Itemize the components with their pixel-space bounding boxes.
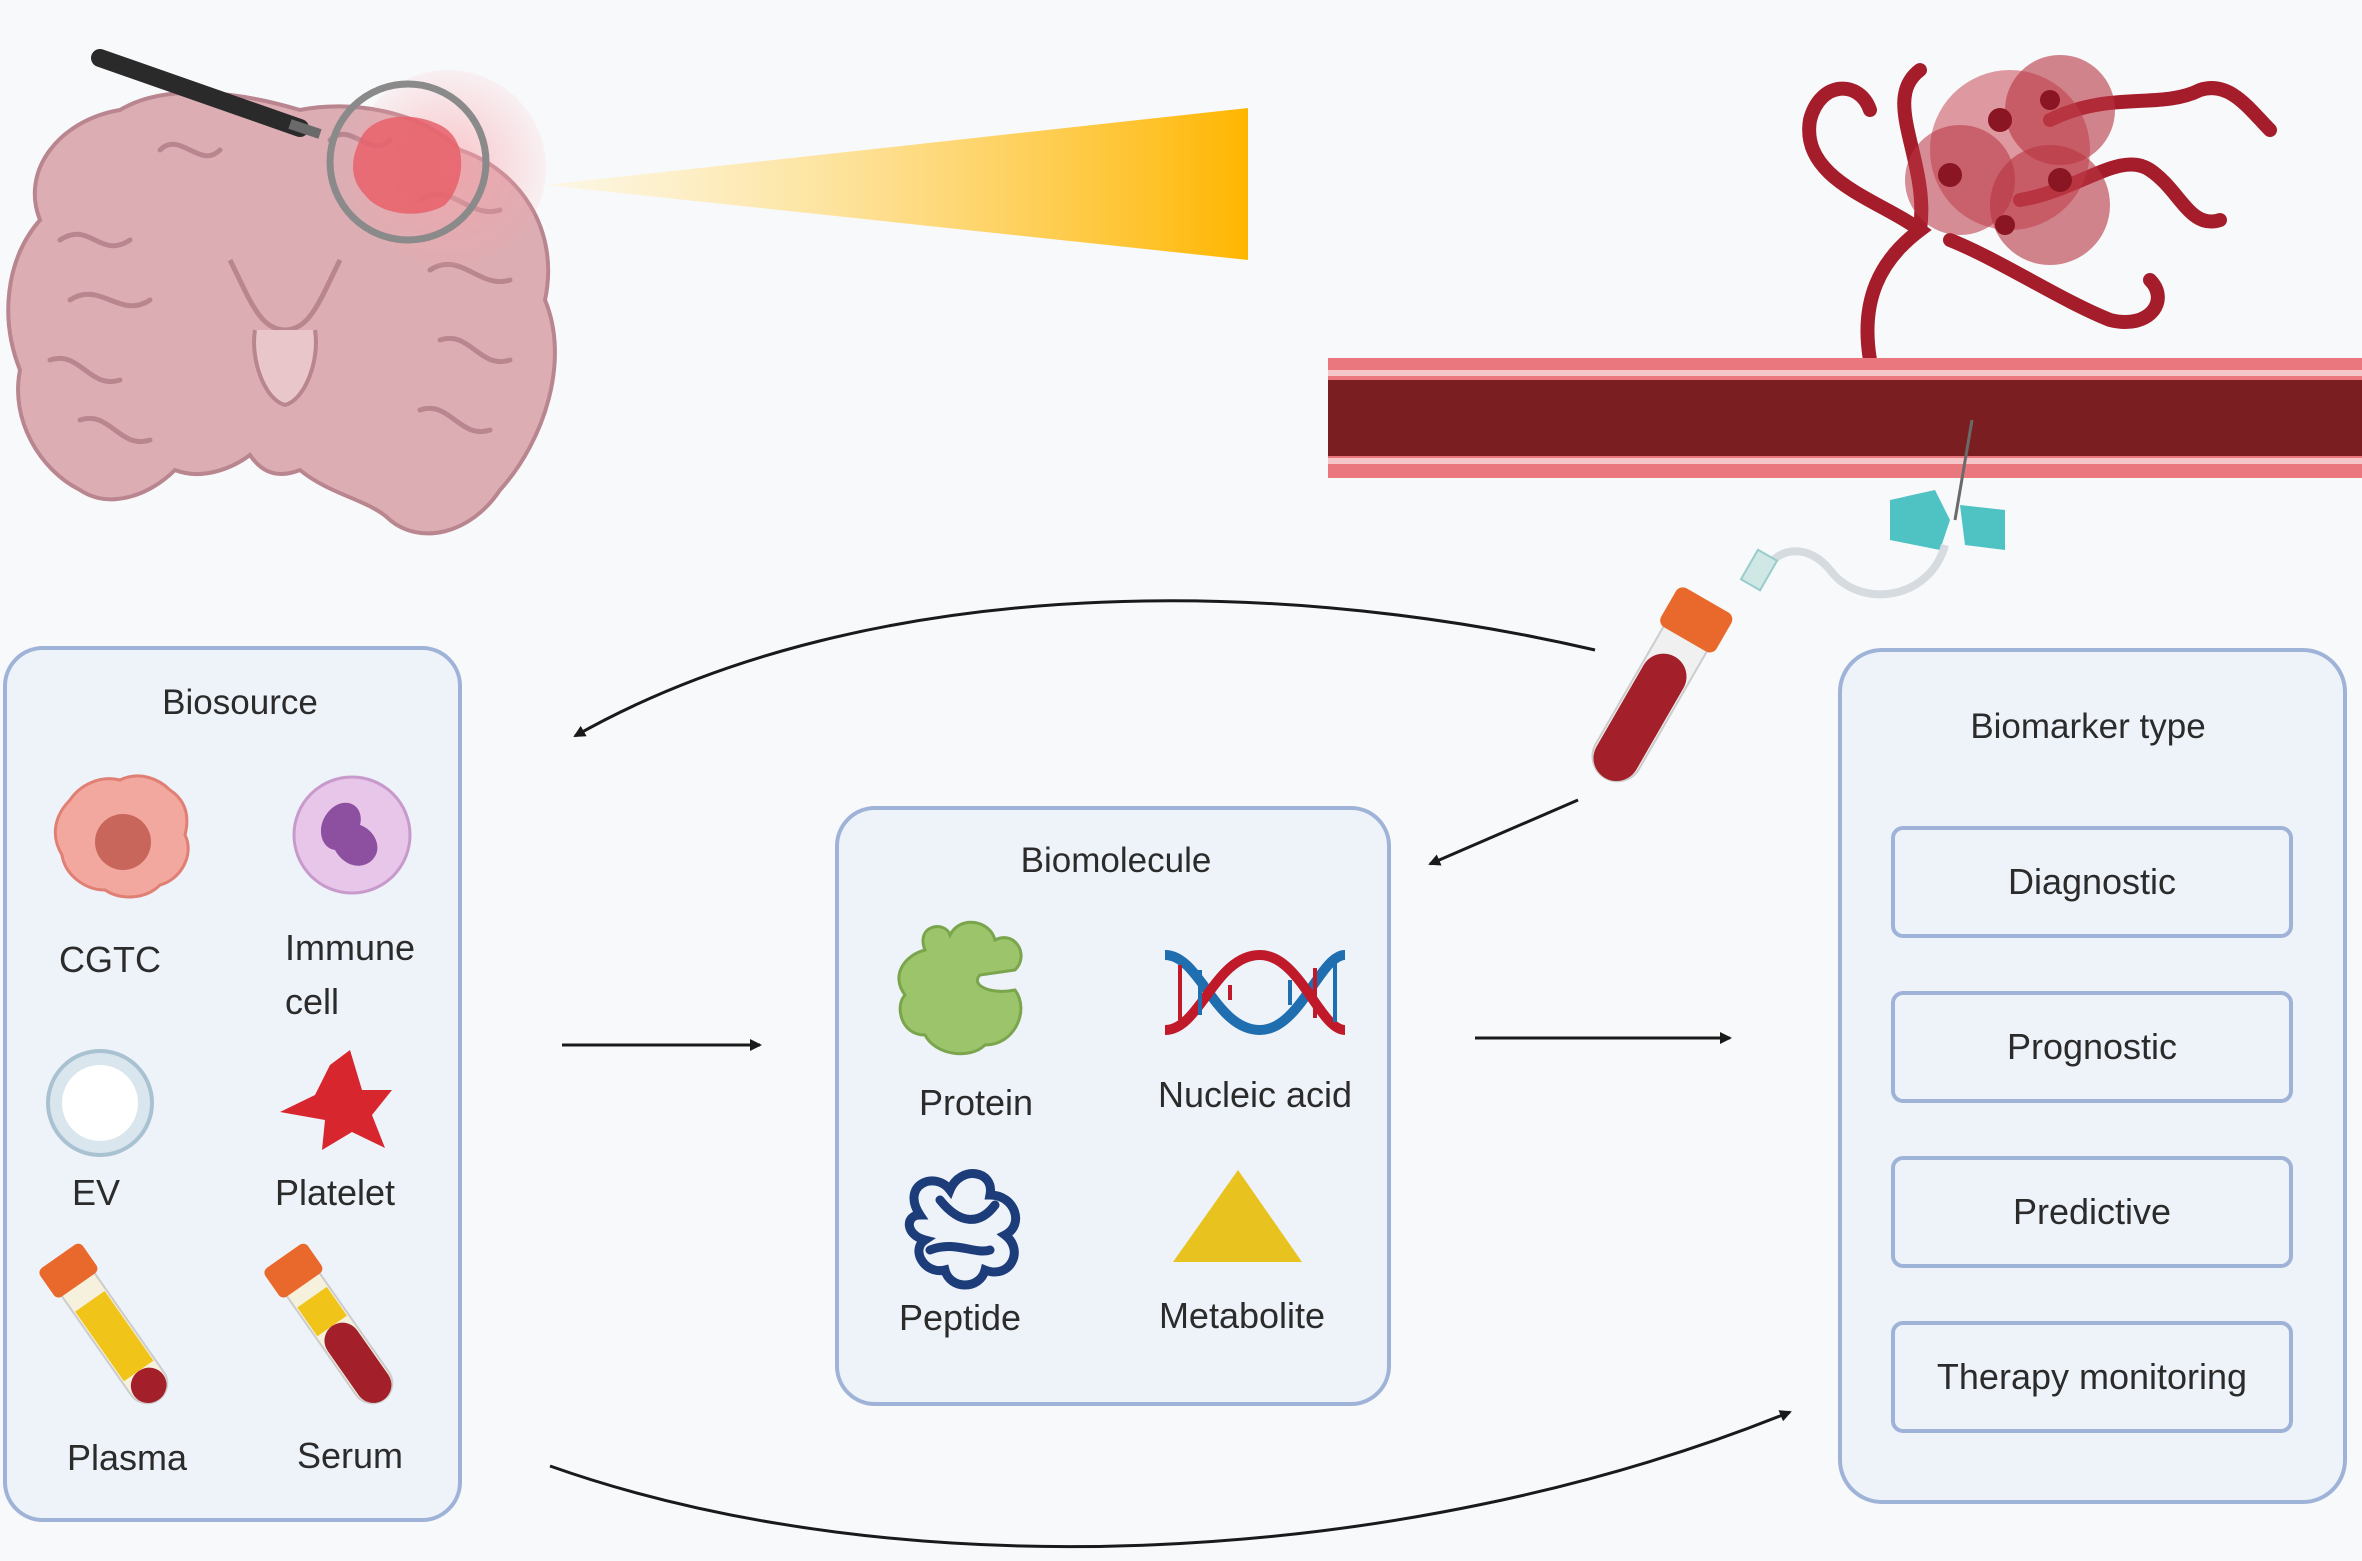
dna-icon <box>1164 949 1347 1036</box>
label-diagnostic: Diagnostic <box>2008 861 2176 902</box>
light-beam-icon <box>545 108 1248 260</box>
plasma-tube-icon <box>39 1243 169 1405</box>
triangle-icon <box>1173 1170 1302 1262</box>
arrow-biosource-to-biomarker <box>549 1410 1792 1549</box>
label-therapy-monitoring: Therapy monitoring <box>1937 1356 2247 1397</box>
biosource-panel: Biosource CGTC Immune cell EV Platelet P… <box>3 646 462 1522</box>
arrow-tube-to-biomolecule <box>1428 798 1579 866</box>
immune-cell-icon <box>292 775 412 895</box>
box-prognostic <box>1891 991 2293 1103</box>
label-cgtc: CGTC <box>59 939 161 980</box>
arrow-tube-to-biosource <box>573 599 1596 738</box>
label-platelet: Platelet <box>275 1172 395 1213</box>
serum-tube-icon <box>264 1243 394 1405</box>
blood-tube-icon <box>1591 587 1733 783</box>
label-ev: EV <box>72 1172 120 1213</box>
label-immune-cell-line2: cell <box>285 981 339 1022</box>
biomolecule-panel: Biomolecule Protein Nucleic acid Peptide… <box>835 806 1391 1406</box>
biomarker-type-title: Biomarker type <box>1970 707 2205 746</box>
label-protein: Protein <box>919 1082 1033 1123</box>
biosource-title: Biosource <box>162 683 318 722</box>
box-predictive <box>1891 1156 2293 1268</box>
cell-icon <box>53 774 190 899</box>
peptide-icon <box>904 1169 1021 1290</box>
butterfly-needle-icon <box>1739 419 2005 599</box>
label-immune-cell-line1: Immune <box>285 927 415 968</box>
protein-icon <box>897 920 1023 1056</box>
label-predictive: Predictive <box>2013 1191 2171 1232</box>
biomarker-type-panel: Biomarker type Diagnostic Prognostic Pre… <box>1838 648 2347 1504</box>
blood-vessel-icon <box>1328 358 2362 478</box>
label-prognostic: Prognostic <box>2007 1026 2177 1067</box>
label-nucleic-acid: Nucleic acid <box>1158 1074 1352 1115</box>
biomolecule-title: Biomolecule <box>1021 841 1212 880</box>
label-metabolite: Metabolite <box>1159 1295 1325 1336</box>
box-diagnostic <box>1891 826 2293 938</box>
label-peptide: Peptide <box>899 1297 1021 1338</box>
box-therapy-monitoring <box>1891 1321 2293 1433</box>
magnifier-icon <box>91 49 546 266</box>
label-serum: Serum <box>297 1435 403 1476</box>
label-plasma: Plasma <box>67 1437 188 1478</box>
platelet-icon <box>280 1050 392 1150</box>
vesicle-icon <box>46 1049 154 1157</box>
tumor-icon <box>1802 55 2277 367</box>
